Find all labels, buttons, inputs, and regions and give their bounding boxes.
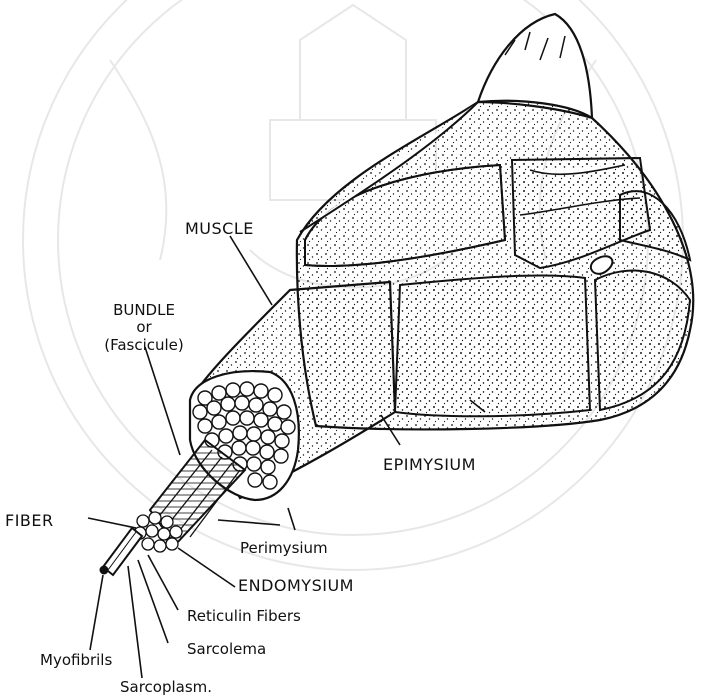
label-bundle-or: or <box>96 318 192 336</box>
label-fiber: FIBER <box>5 511 54 530</box>
label-sarcoplasm: Sarcoplasm. <box>120 678 212 696</box>
label-bundle: BUNDLE <box>96 301 192 319</box>
label-muscle: MUSCLE <box>185 219 254 238</box>
label-fascicule: (Fascicule) <box>86 336 202 354</box>
label-sarcolema: Sarcolema <box>187 640 266 658</box>
label-endomysium: ENDOMYSIUM <box>238 576 354 595</box>
label-myofibrils: Myofibrils <box>40 651 112 669</box>
label-reticulin-fibers: Reticulin Fibers <box>187 607 301 625</box>
fiber-rod <box>101 440 246 575</box>
label-perimysium: Perimysium <box>240 539 328 557</box>
label-epimysium: EPIMYSIUM <box>383 455 476 474</box>
